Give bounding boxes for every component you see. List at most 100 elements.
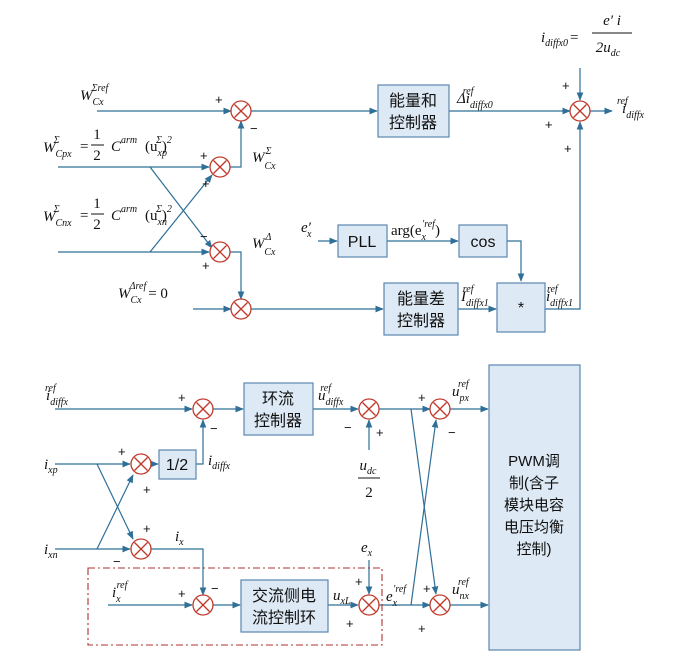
sum-u-dc-junction	[358, 398, 380, 420]
sign-sum1-minus: −	[250, 121, 258, 136]
label-w-cpx-eq: =	[80, 139, 88, 155]
pll-label: PLL	[348, 234, 377, 251]
sign-sum10-plus: +	[143, 521, 151, 536]
sign-sum3-minus: −	[200, 229, 208, 244]
label-u-dc-den: 2	[365, 485, 373, 501]
sign-sumtr-plus3: +	[564, 141, 572, 156]
label-u-px-ref: upxref	[452, 379, 470, 404]
pll-block: PLL	[337, 224, 388, 258]
label-i-diffx-ref-out: idiffxref	[617, 96, 645, 121]
sign-sum9-plus1: +	[118, 444, 126, 459]
circ-ctrl-line1: 环流	[262, 390, 294, 408]
label-i-diffx0: idiffx0=	[541, 30, 578, 49]
label-w-cnx-eq: =	[80, 208, 88, 224]
sign-sumtr-plus1: +	[562, 78, 570, 93]
wire-sum3-sum4	[230, 251, 245, 300]
energy-diff-controller: 能量差 控制器	[383, 282, 459, 336]
sum-e-x-junction	[358, 594, 380, 616]
wire-sum6-sum8	[410, 408, 439, 595]
signal-labels: WCxΣref WCpxΣ = 1 2 Carm (uxpΣ)2 WCnxΣ =…	[43, 13, 645, 609]
sum-u-px-junction	[429, 398, 451, 420]
label-i-xp: ixp	[44, 457, 58, 476]
sign-sum11-plus: +	[178, 586, 186, 601]
label-w-cpx-frac-num: 1	[93, 127, 101, 143]
sign-sum9-plus2: +	[143, 482, 151, 497]
wire-sum10-sum11	[151, 548, 207, 596]
sum-i-xp-junction	[130, 453, 152, 475]
sign-sum12-plus1: +	[355, 574, 363, 589]
wire-half-sum5	[196, 419, 207, 465]
label-u-xn: (uxnΣ)2	[145, 204, 172, 228]
wire-ixp-sum10	[96, 463, 134, 540]
label-I-diffx1: Idiffx1ref	[460, 284, 489, 309]
energy-diff-ctrl-line2: 控制器	[397, 312, 445, 330]
sum-energy-delta-junction	[230, 298, 252, 320]
label-i-diffx: idiffx	[208, 453, 231, 472]
sign-sum3-plus: +	[202, 258, 210, 273]
label-e-x-prime-ref: ex′ref	[386, 584, 407, 609]
ac-ctrl-line1: 交流侧电	[252, 587, 316, 605]
sum-signs: + − + + − + + + + + − − + + − + + + − + …	[113, 78, 572, 636]
label-i-x-ref: ixref	[112, 580, 129, 605]
multiplier-label: *	[518, 300, 524, 317]
pwm-line3: 模块电容	[504, 497, 564, 514]
pwm-line4: 电压均衡	[504, 519, 564, 536]
top-wires	[58, 68, 613, 313]
label-i-x: ix	[175, 529, 184, 548]
sign-sum1-plus: +	[215, 92, 223, 107]
sign-sum12-plus2: +	[346, 616, 354, 631]
label-w-cx-dref: WCxΔref= 0	[118, 281, 168, 306]
sign-sumtr-plus2: +	[545, 117, 553, 132]
label-u-dc-num: udc	[360, 458, 378, 477]
pwm-line2: 制(含子	[509, 475, 559, 492]
sign-sum8-plus2: +	[418, 621, 426, 636]
sign-sum7-plus: +	[418, 390, 426, 405]
half-gain-label: 1/2	[166, 457, 188, 474]
pwm-line1: PWM调	[508, 453, 560, 470]
sum-i-x-junction	[192, 594, 214, 616]
multiplier-block: *	[496, 282, 546, 333]
label-i-diffx0-num: e′ i	[603, 13, 621, 29]
energy-diff-ctrl-line1: 能量差	[397, 290, 445, 308]
label-w-cnx-frac-num: 1	[93, 196, 101, 212]
label-w-cpx-frac-den: 2	[93, 148, 101, 164]
sign-sum7-minus: −	[448, 425, 456, 440]
sum-i-xn-junction	[130, 538, 152, 560]
sign-sum11-minus: −	[211, 581, 219, 596]
sum-idiff-ref-junction	[569, 100, 591, 122]
label-w-cnx: WCnxΣ	[43, 204, 72, 229]
pwm-block: PWM调 制(含子 模块电容 电压均衡 控制)	[488, 364, 581, 651]
label-i-diffx1: idiffx1ref	[546, 284, 573, 309]
bottom-wires	[55, 405, 489, 609]
label-delta-i-diffx0: Δidiffx0ref	[456, 86, 493, 111]
label-u-nx-ref: unxref	[452, 577, 470, 602]
sign-sum10-minus: −	[113, 554, 121, 569]
sign-sum6-minus: −	[344, 420, 352, 435]
label-in-i-diffx-ref: idiffxref	[45, 383, 69, 408]
label-c-arm-2: Carm	[111, 204, 137, 224]
cos-label: cos	[471, 234, 496, 251]
label-w-cx-sum-ref: WCxΣref	[80, 83, 110, 108]
sign-sum5-minus: −	[210, 421, 218, 436]
sum-circ-ref-junction	[192, 398, 214, 420]
label-i-diffx0-den: 2udc	[596, 40, 621, 59]
label-i-xn: ixn	[44, 542, 58, 561]
label-e-x-prime: e′x	[301, 220, 312, 240]
half-gain-block: 1/2	[158, 449, 197, 480]
sum-wcpx-junction	[209, 156, 231, 178]
ac-ctrl-line2: 流控制环	[252, 609, 316, 627]
sign-sum5-plus: +	[178, 390, 186, 405]
wire-mult-sumtr	[545, 121, 584, 310]
label-u-diffx-ref: udiffxref	[318, 383, 344, 408]
circ-ctrl-line2: 控制器	[254, 412, 302, 430]
ac-current-controller: 交流侧电 流控制环	[240, 579, 329, 633]
sign-sum2-plus1: +	[200, 148, 208, 163]
sign-sum6-plus: +	[376, 425, 384, 440]
energy-sum-ctrl-line1: 能量和	[389, 92, 437, 110]
label-w-cpx: WCpxΣ	[43, 135, 72, 160]
pwm-line5: 控制)	[517, 541, 552, 558]
label-e-x: ex	[361, 540, 373, 559]
